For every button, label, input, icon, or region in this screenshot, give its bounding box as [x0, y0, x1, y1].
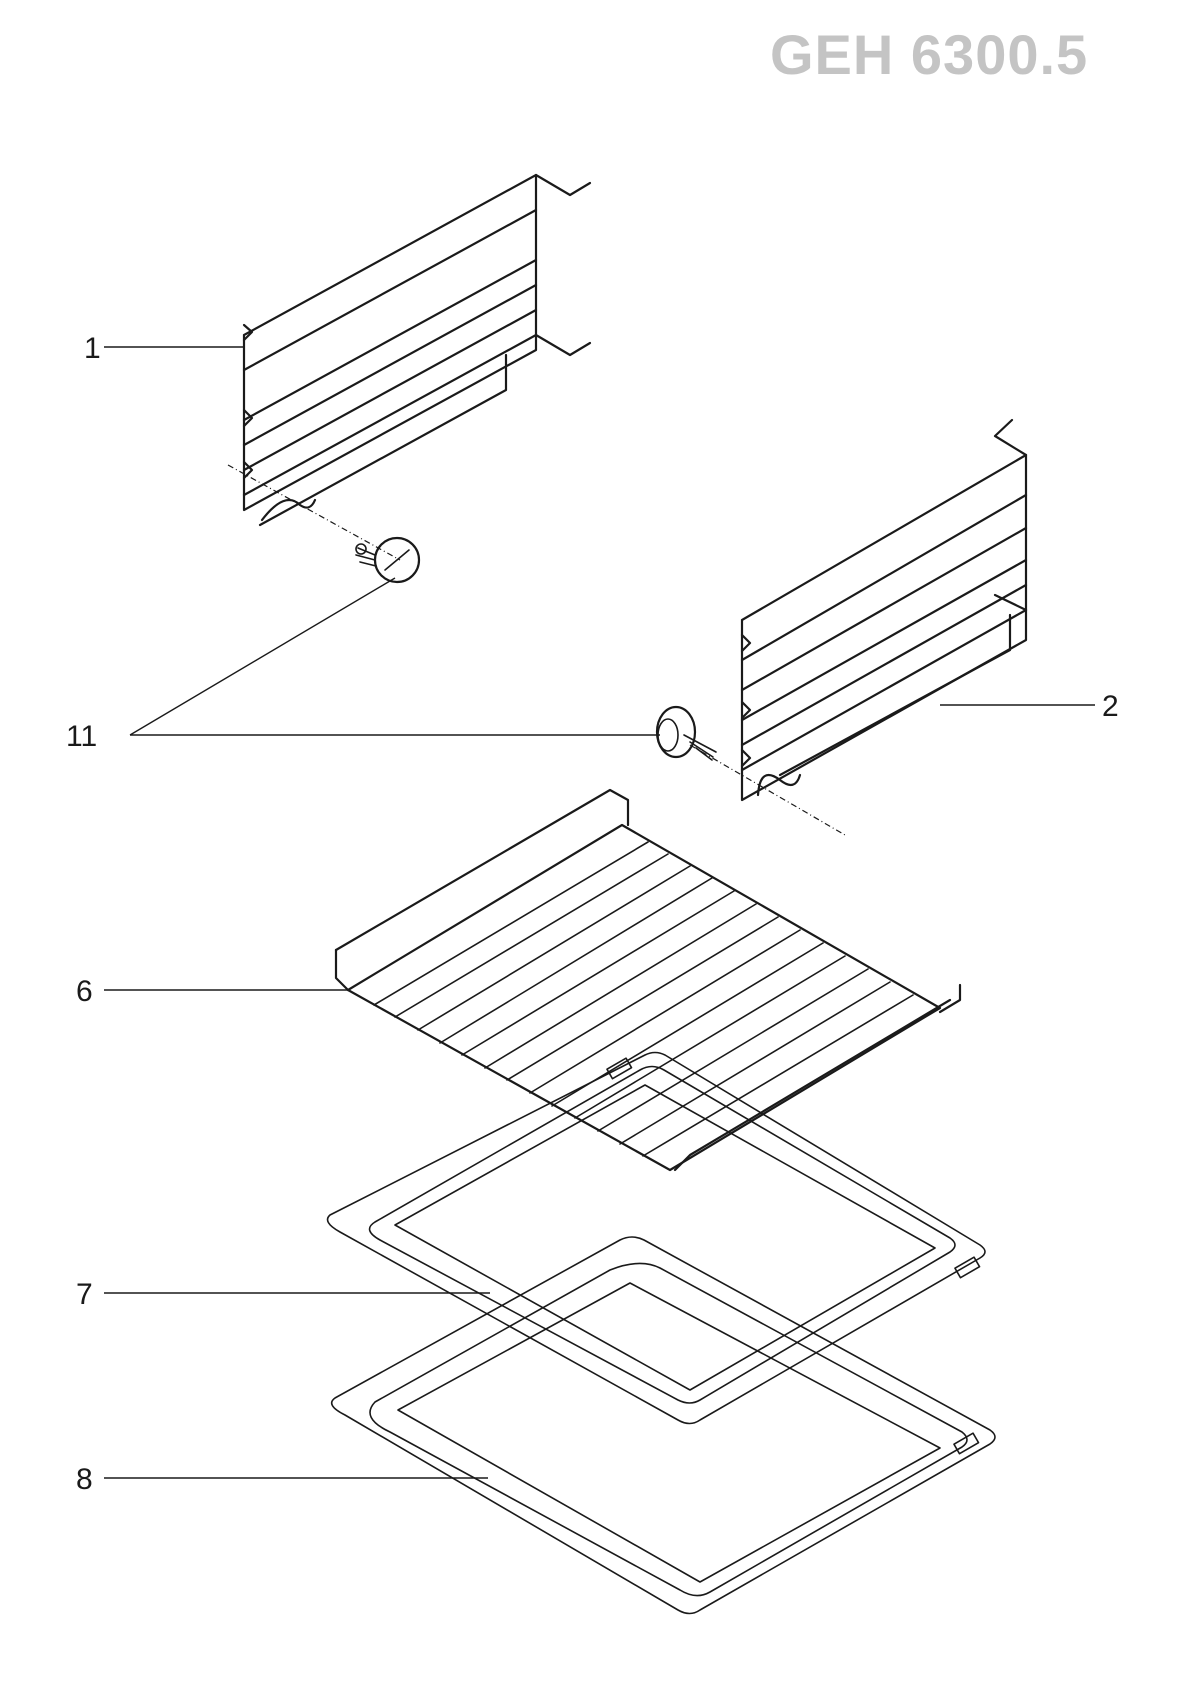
deep-tray	[330, 1236, 996, 1615]
side-rack-right	[740, 418, 1028, 802]
callout-11: 11	[66, 720, 97, 753]
model-number: GEH 6300.5	[770, 23, 1089, 86]
screw-lower	[655, 705, 846, 836]
baking-tray	[326, 1051, 986, 1425]
wire-grid-shelf	[334, 788, 962, 1172]
callout-7: 7	[76, 1278, 93, 1311]
callout-8: 8	[76, 1463, 93, 1496]
screw-upper	[227, 464, 421, 584]
leader-lines	[104, 346, 1095, 1479]
callout-1: 1	[84, 332, 101, 365]
callout-6: 6	[76, 975, 93, 1008]
side-rack-left	[242, 173, 592, 527]
callout-2: 2	[1102, 690, 1119, 723]
